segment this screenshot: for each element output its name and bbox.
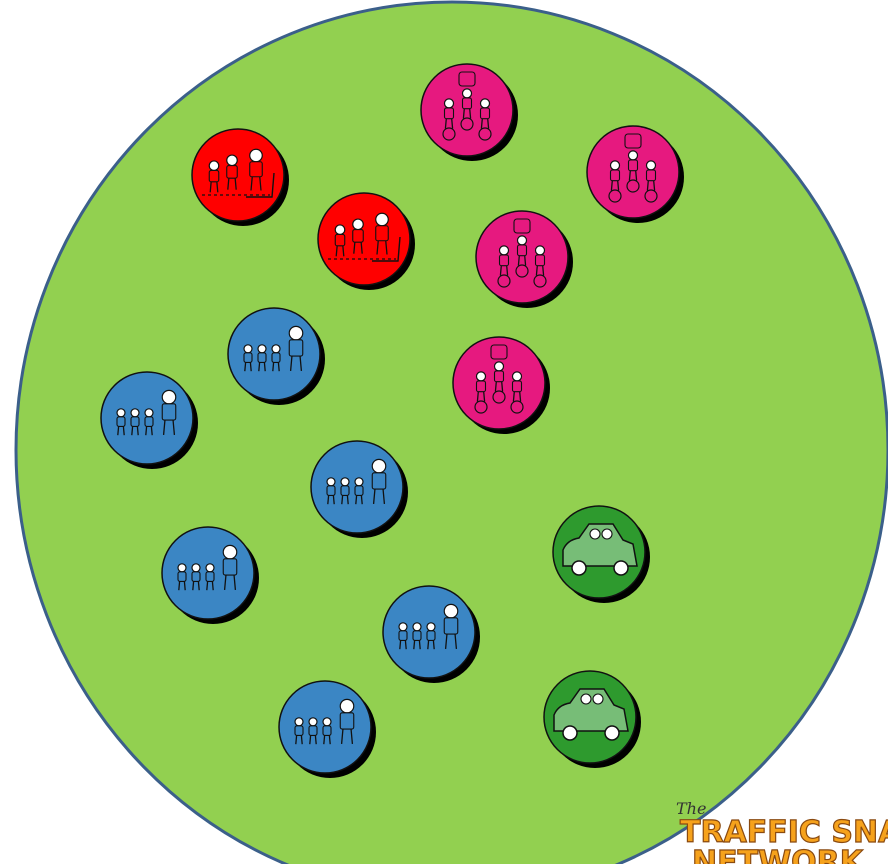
logo-line-2: NETWORK xyxy=(692,845,865,864)
token-disc xyxy=(192,129,284,221)
token-disc xyxy=(318,193,410,285)
